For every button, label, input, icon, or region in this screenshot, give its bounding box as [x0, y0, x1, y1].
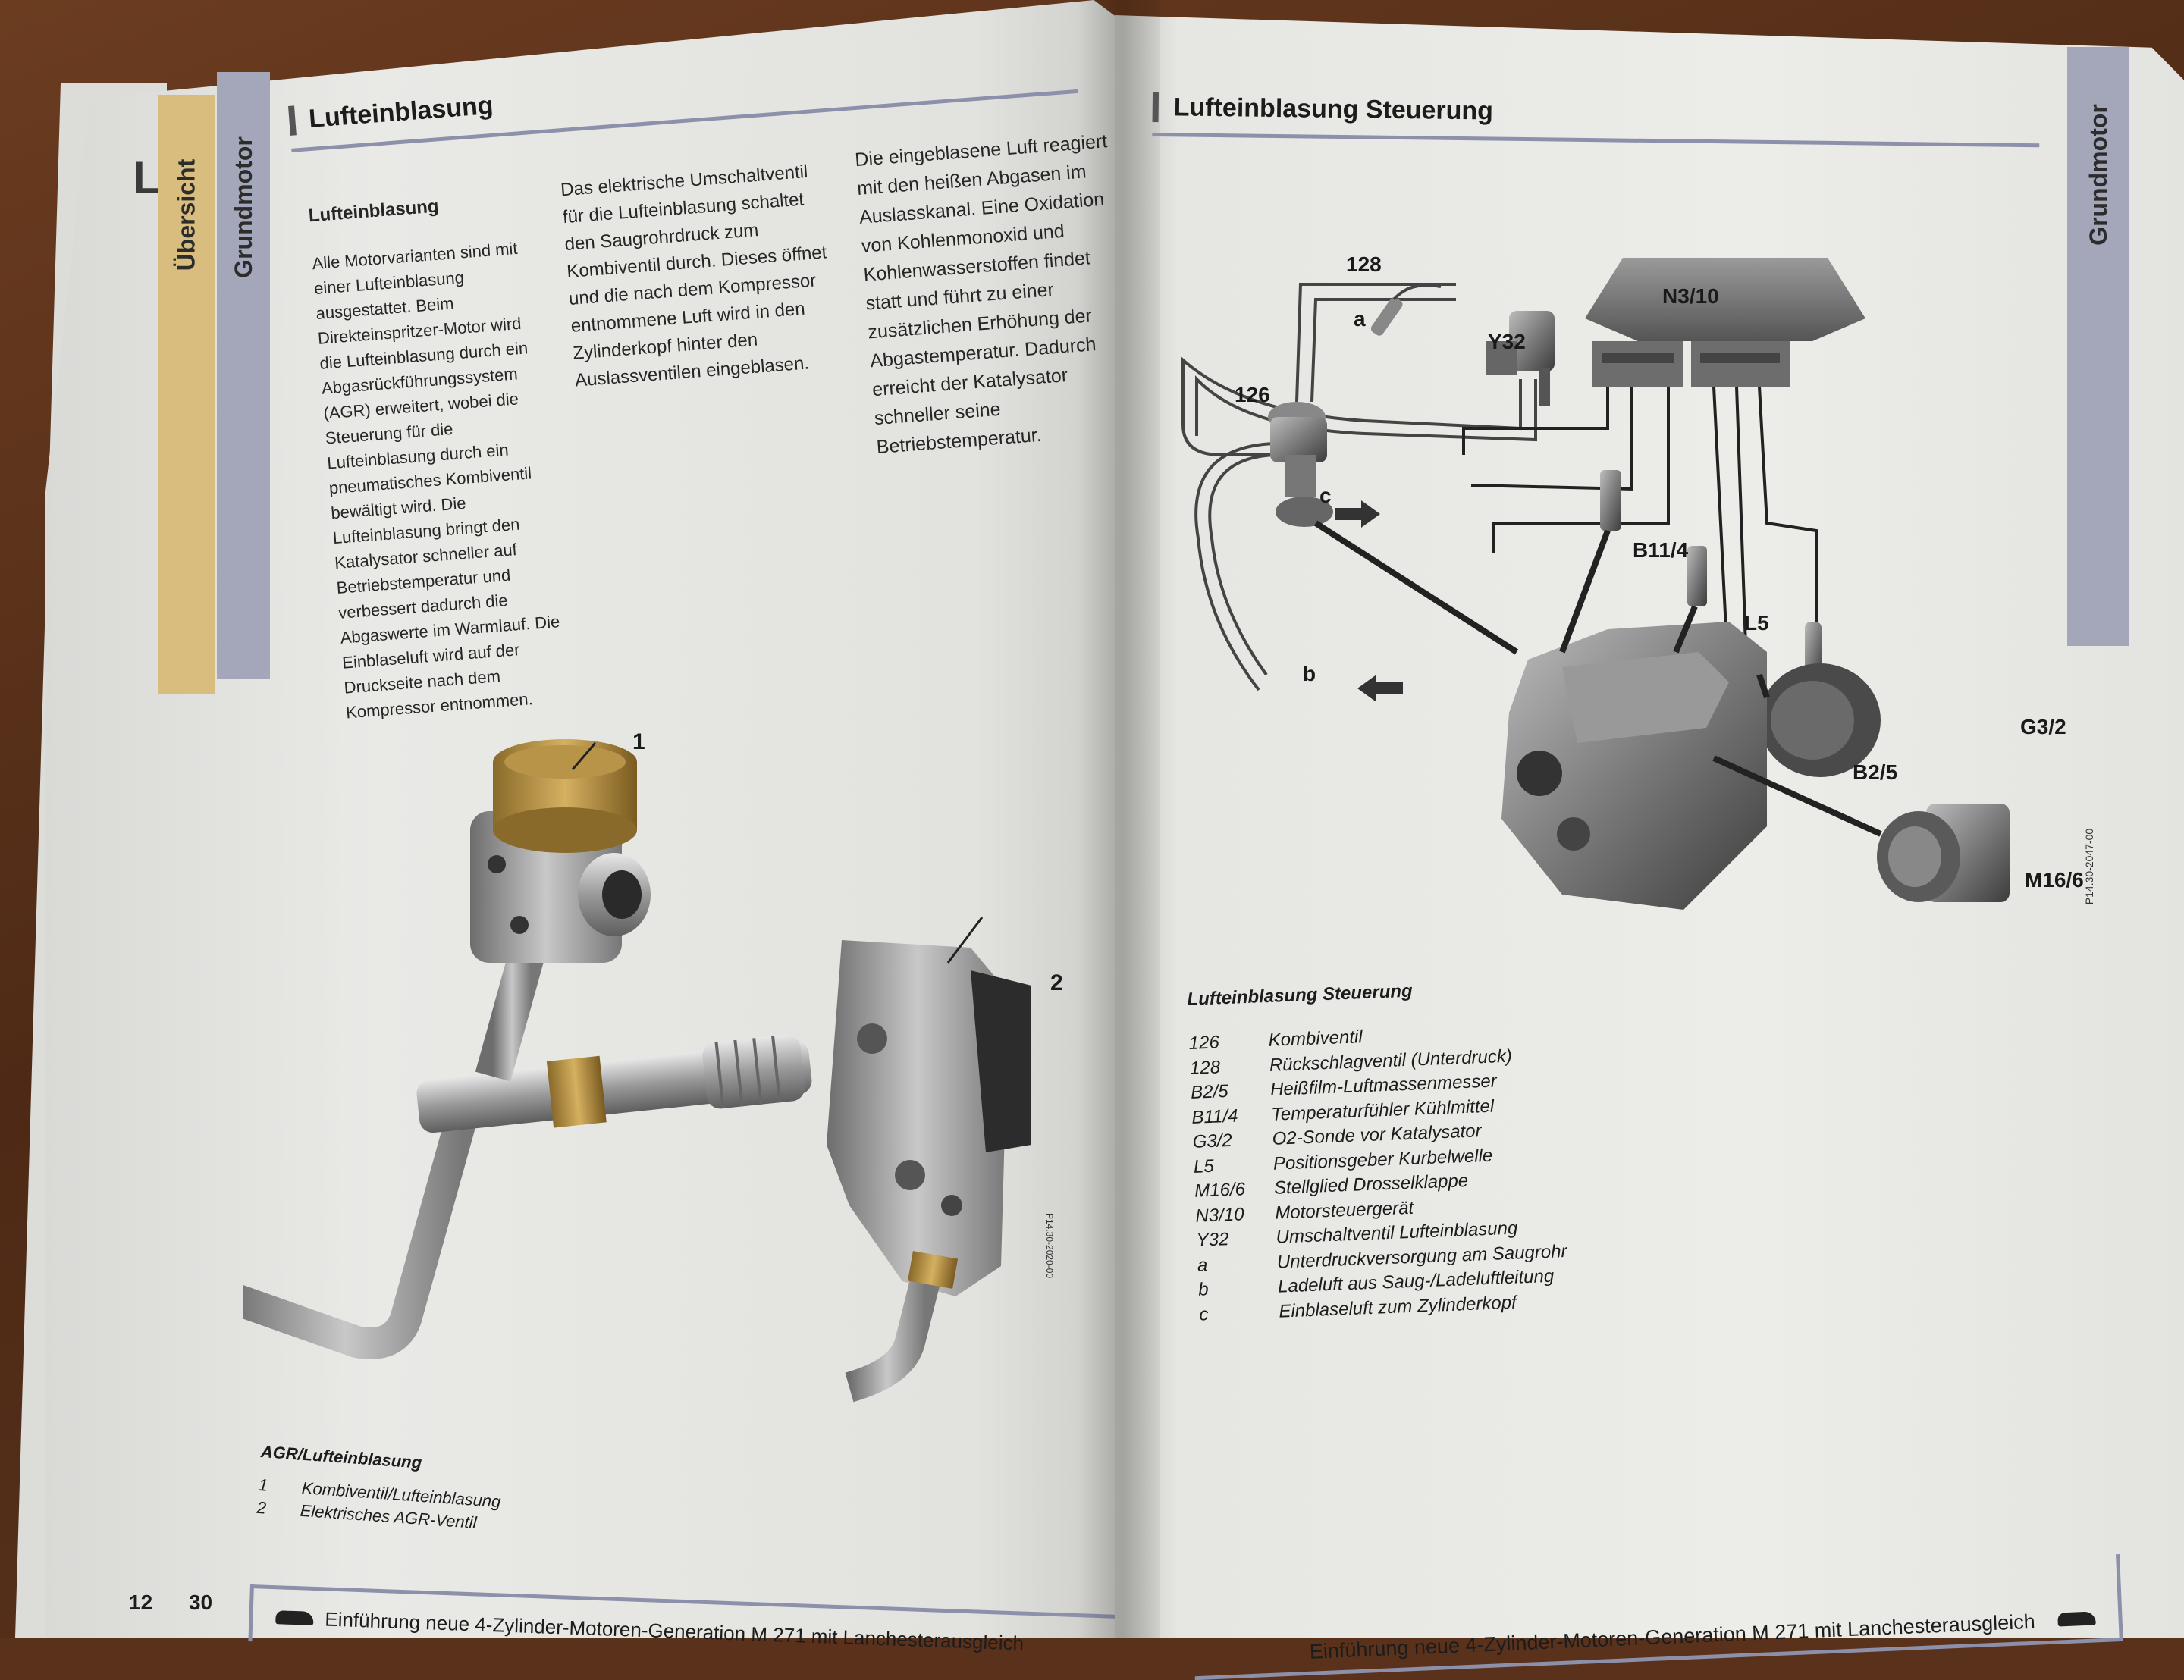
tab-grundmotor-right-label: Grundmotor	[2084, 104, 2112, 246]
legend-code: b	[1197, 1279, 1210, 1300]
label-a: a	[1354, 307, 1366, 331]
legend-code: G3/2	[1192, 1130, 1233, 1153]
legend-code: B11/4	[1191, 1105, 1238, 1128]
legend-code: N3/10	[1194, 1204, 1245, 1227]
legend-code: 126	[1188, 1032, 1220, 1055]
text-column-1-body: Alle Motorvarianten sind mit einer Lufte…	[311, 238, 561, 722]
legend-text: Kombiventil	[1268, 1026, 1363, 1052]
legend-code: B2/5	[1190, 1081, 1229, 1104]
label-c: c	[1320, 484, 1332, 507]
label-Y32: Y32	[1488, 330, 1526, 353]
car-icon	[2057, 1611, 2096, 1627]
svg-text:P14.30-2020-00: P14.30-2020-00	[1044, 1213, 1055, 1278]
callout-1: 1	[632, 729, 645, 754]
legend-code: M16/6	[1194, 1179, 1246, 1202]
section-letter: L	[133, 152, 161, 203]
legend-code: Y32	[1196, 1229, 1229, 1251]
book-gutter-shadow	[1077, 0, 1160, 1638]
car-icon	[275, 1610, 314, 1625]
left-page-numbers: 12 30	[129, 1591, 212, 1615]
label-M16-6: M16/6	[2025, 868, 2084, 892]
tab-uebersicht-label: Übersicht	[172, 158, 199, 271]
figure-code: P14.30-2047-00	[2083, 828, 2096, 905]
tab-grundmotor-left-label: Grundmotor	[229, 136, 257, 278]
tab-uebersicht: Übersicht	[158, 95, 215, 694]
left-page-number: 30	[188, 1591, 213, 1614]
label-128: 128	[1346, 252, 1382, 276]
right-footer-text: Einführung neue 4-Zylinder-Motoren-Gener…	[1309, 1609, 2036, 1663]
legend-text: Motorsteuergerät	[1274, 1197, 1414, 1224]
label-G3-2: G3/2	[2020, 715, 2066, 738]
tab-grundmotor-right: Grundmotor	[2067, 47, 2129, 646]
label-N3-10: N3/10	[1662, 284, 1719, 308]
label-L5: L5	[1744, 611, 1769, 635]
text-column-2: Das elektrische Umschaltventil für die L…	[560, 161, 828, 391]
label-b: b	[1303, 662, 1316, 685]
control-diagram	[1181, 258, 2010, 910]
label-126: 126	[1235, 383, 1270, 406]
left-footer-text: Einführung neue 4-Zylinder-Motoren-Gener…	[324, 1607, 1025, 1655]
label-B11-4: B11/4	[1633, 538, 1689, 562]
tab-grundmotor-left: Grundmotor	[217, 72, 270, 679]
label-B2-5: B2/5	[1853, 760, 1898, 784]
underlying-page-number: 12	[129, 1591, 153, 1614]
callout-2: 2	[1050, 970, 1063, 995]
legend-code: a	[1197, 1254, 1208, 1276]
legend-code: c	[1198, 1303, 1209, 1325]
text-column-1: Lufteinblasung Alle Motorvarianten sind …	[308, 186, 574, 726]
legend-code: 128	[1189, 1057, 1221, 1079]
legend-code: L5	[1193, 1155, 1215, 1177]
left-legend-num: 1	[258, 1475, 269, 1495]
left-legend-num: 2	[256, 1497, 267, 1518]
agr-valve-illustration: P14.30-2020-00	[243, 739, 1055, 1403]
